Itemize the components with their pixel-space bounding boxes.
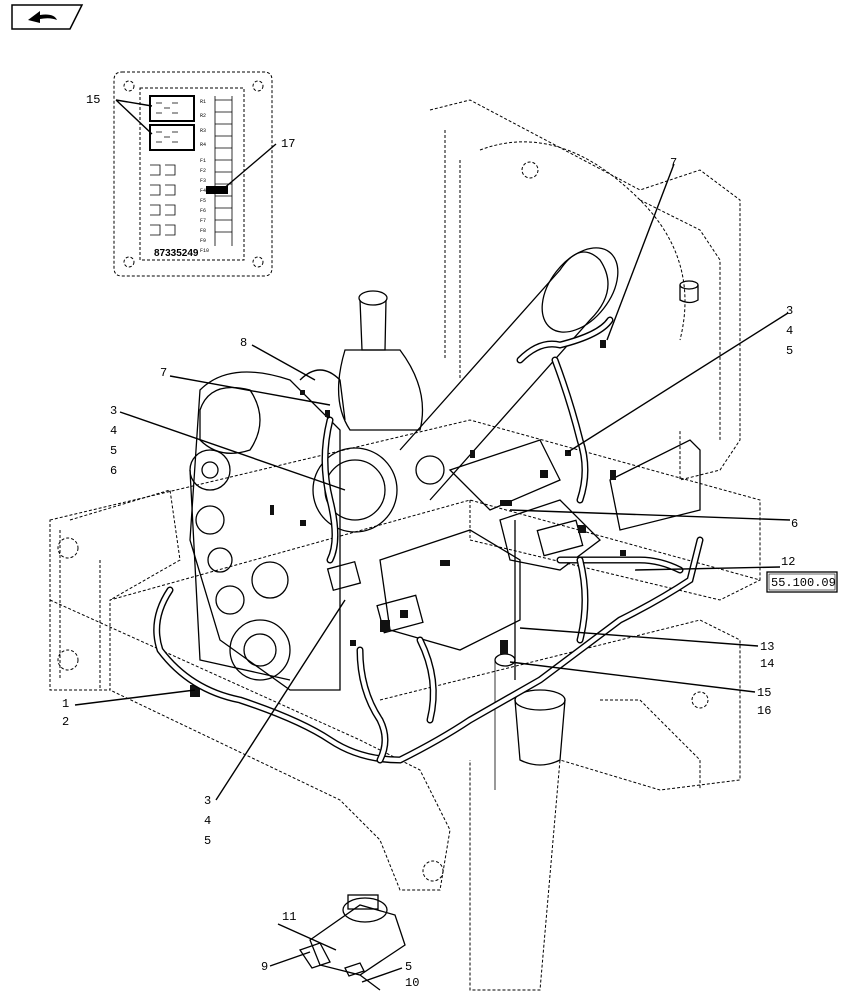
svg-text:3: 3 — [110, 404, 117, 418]
fuse-label: F10 — [200, 248, 209, 254]
svg-text:16: 16 — [757, 704, 771, 718]
svg-text:3: 3 — [204, 794, 211, 808]
svg-text:13: 13 — [760, 640, 774, 654]
callout-9: 9 — [261, 960, 268, 974]
callout-3-4-5-9: 3 4 5 — [786, 304, 793, 358]
relay-box-labels: R1 R2 R3 R4 F1 F2 F3 F4 F5 F6 F7 F8 F9 F… — [200, 99, 209, 254]
fuse-label: F6 — [200, 208, 206, 214]
relay-label: R2 — [200, 113, 206, 119]
fuse-label: F5 — [200, 198, 206, 204]
relay-box-relay — [149, 124, 195, 151]
callout-labels: 15 17 8 7 3 4 5 6 7 3 4 5 6 12 13 14 15 … — [62, 93, 798, 990]
frame-rails — [49, 99, 761, 991]
wiring-harness — [153, 316, 704, 764]
engine-block — [69, 247, 701, 790]
callout-15-16: 15 16 — [757, 686, 771, 718]
callout-13-14: 13 14 — [760, 640, 774, 671]
svg-text:2: 2 — [62, 715, 69, 729]
relay-label: R4 — [200, 142, 206, 148]
callout-18: 17 — [281, 137, 295, 151]
relay-box-fuse-highlight — [206, 186, 228, 194]
back-arrow-icon[interactable] — [11, 4, 84, 30]
svg-text:5: 5 — [405, 960, 412, 974]
callout-3-4-5-6: 3 4 5 6 — [110, 404, 117, 478]
callout-7-right: 7 — [670, 156, 677, 170]
svg-text:5: 5 — [786, 344, 793, 358]
svg-text:4: 4 — [110, 424, 117, 438]
callout-6-right: 6 — [791, 517, 798, 531]
callout-7-left: 7 — [160, 366, 167, 380]
reference-label: 55.100.09 — [771, 576, 836, 590]
svg-text:6: 6 — [110, 464, 117, 478]
svg-text:15: 15 — [757, 686, 771, 700]
callout-5-10: 5 10 — [405, 960, 419, 990]
relay-label: R1 — [200, 99, 206, 105]
callout-1-2: 1 2 — [62, 697, 69, 729]
callout-11: 11 — [282, 910, 296, 924]
relay-label: R3 — [200, 128, 206, 134]
callout-17: 15 — [86, 93, 100, 107]
fuse-label: F7 — [200, 218, 206, 224]
fuse-label: F1 — [200, 158, 206, 164]
relay-box-inset: R1 R2 R3 R4 F1 F2 F3 F4 F5 F6 F7 F8 F9 F… — [113, 71, 273, 277]
svg-text:5: 5 — [110, 444, 117, 458]
svg-text:10: 10 — [405, 976, 419, 990]
fuse-label: F8 — [200, 228, 206, 234]
svg-text:4: 4 — [204, 814, 211, 828]
fuse-label: F9 — [200, 238, 206, 244]
svg-text:5: 5 — [204, 834, 211, 848]
starter-motor-detail — [298, 894, 406, 991]
relay-box-relay — [149, 95, 195, 122]
callout-8: 8 — [240, 336, 247, 350]
svg-text:3: 3 — [786, 304, 793, 318]
svg-text:1: 1 — [62, 697, 69, 711]
relay-box-fuses — [150, 96, 233, 246]
fuse-label: F2 — [200, 168, 206, 174]
fuse-label: F4 — [200, 188, 206, 194]
leader-lines — [74, 99, 791, 983]
svg-text:4: 4 — [786, 324, 793, 338]
svg-text:14: 14 — [760, 657, 774, 671]
fuse-label: F3 — [200, 178, 206, 184]
relay-box-part-number: 87335249 — [154, 248, 199, 259]
callout-12: 12 — [781, 555, 795, 569]
callout-3-4-5: 3 4 5 — [204, 794, 211, 848]
reference-link[interactable]: 55.100.09 — [766, 571, 838, 593]
